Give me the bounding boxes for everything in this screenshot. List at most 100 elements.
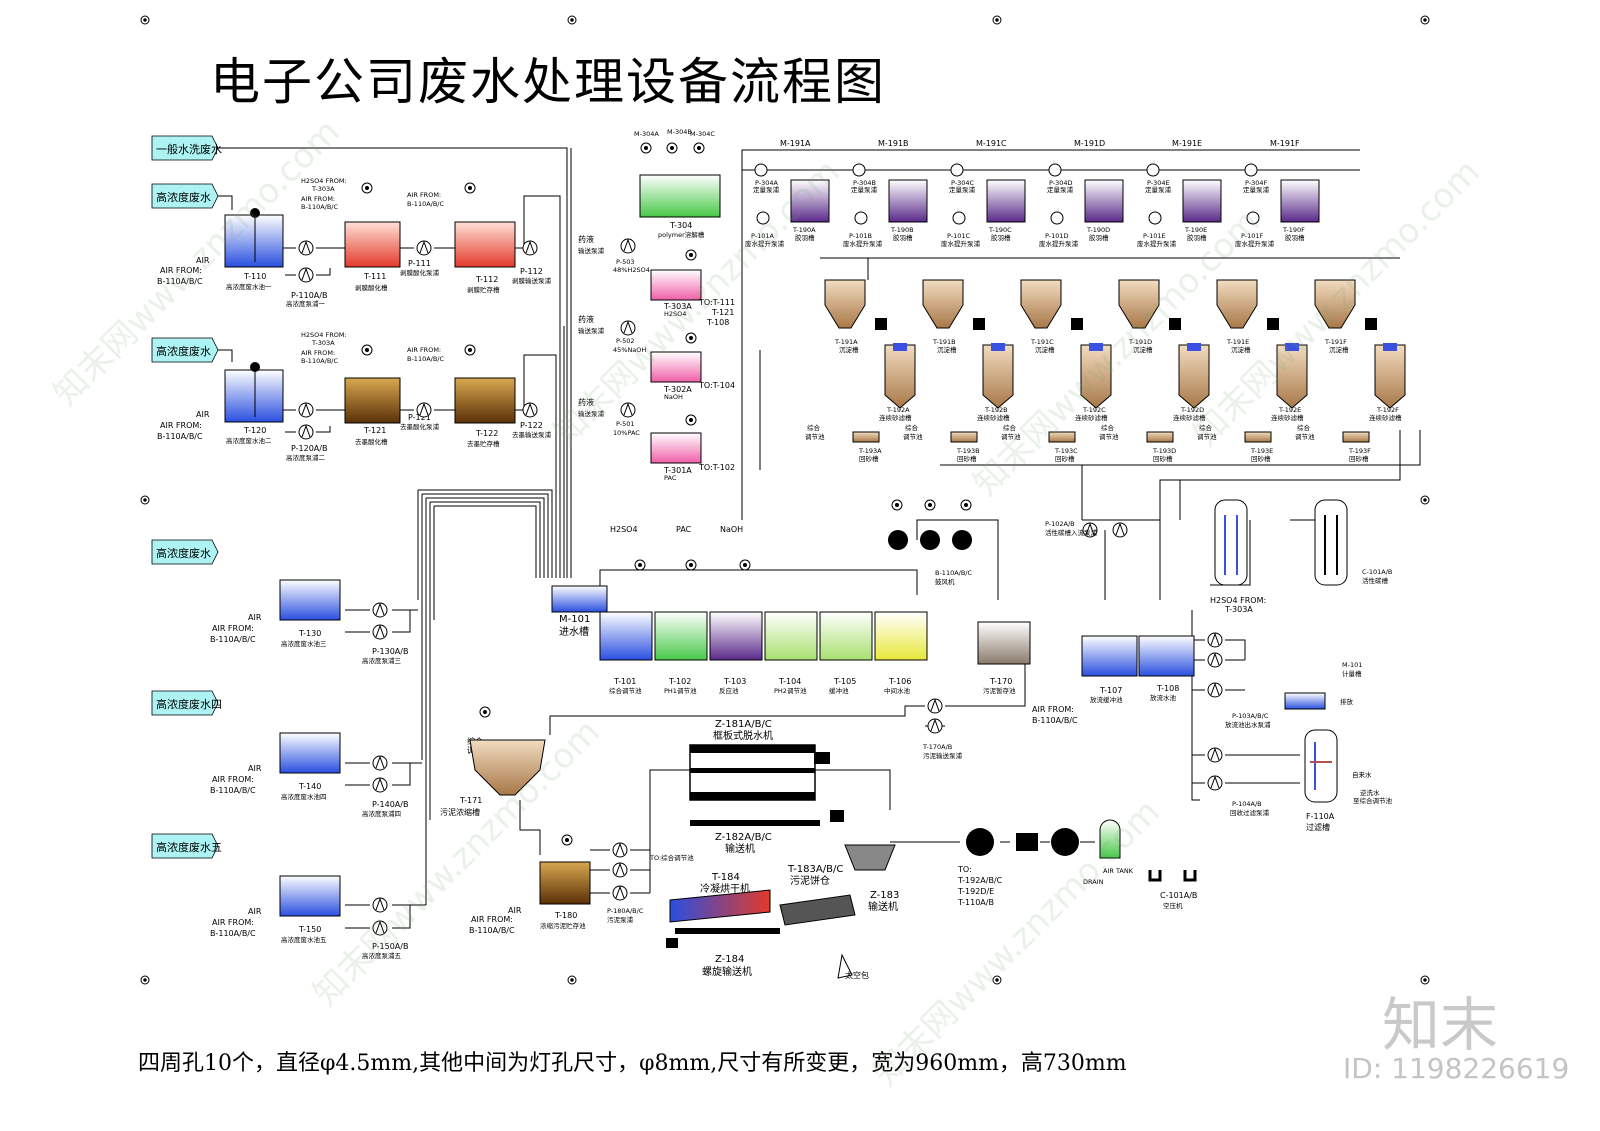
train-p304-tag: P-304E bbox=[1147, 179, 1170, 187]
flocculation-tank bbox=[888, 179, 928, 223]
air-tank-tag: AIR TANK bbox=[1103, 867, 1134, 875]
sludge-to-comp: TO:综合调节池 bbox=[649, 853, 694, 862]
train-t191-desc: 沉淀槽 bbox=[1231, 345, 1251, 354]
sludge-bag: 太空包 bbox=[845, 970, 869, 980]
t304-tag: T-304 bbox=[669, 221, 692, 230]
train-comp-label2: 调节池 bbox=[1295, 432, 1315, 441]
train-p304-desc: 定量泵浦 bbox=[753, 185, 780, 194]
train-p304-tag: P-304B bbox=[853, 179, 876, 187]
sludge-to1: T-192A/B/C bbox=[957, 876, 1003, 885]
settling-tank bbox=[824, 279, 866, 329]
b110-desc: 鼓风机 bbox=[935, 577, 955, 586]
valve-icon bbox=[1267, 318, 1279, 330]
train-p304-tag: P-304C bbox=[951, 179, 975, 187]
p180-desc: 污泥泵浦 bbox=[607, 915, 634, 924]
sludge-section: 综合 调节池 T-171 污泥浓缩槽 AIR AIR FROM: B-110A/… bbox=[440, 719, 1197, 980]
valve-icon bbox=[1365, 318, 1377, 330]
train-p101-tag: P-101A bbox=[751, 232, 775, 240]
p120-tag: P-120A/B bbox=[291, 444, 327, 453]
p150-tag: P-150A/B bbox=[372, 942, 408, 951]
b110-tag: B-110A/B/C bbox=[935, 569, 972, 577]
pump-icon bbox=[852, 163, 866, 177]
t150-air-src: B-110A/B/C bbox=[210, 929, 256, 938]
train-t192-tag: T-192E bbox=[1278, 406, 1301, 414]
train-p304-desc: 定量泵浦 bbox=[851, 185, 878, 194]
sand-filter bbox=[1276, 344, 1308, 409]
reaction-tank-tag: T-103 bbox=[723, 677, 746, 686]
train-comp-label2: 调节池 bbox=[903, 432, 923, 441]
valve-icon bbox=[1169, 318, 1181, 330]
p103-tag: P-103A/B/C bbox=[1232, 712, 1269, 720]
p102-desc: 活性碳槽入流泵浦 bbox=[1045, 528, 1098, 537]
train-p304-desc: 定量泵浦 bbox=[1243, 185, 1270, 194]
train-t190-tag: T-190E bbox=[1184, 226, 1207, 234]
c101-tag: C-101A/B bbox=[1362, 568, 1392, 576]
train-p101-tag: P-101E bbox=[1143, 232, 1166, 240]
t302a-to: TO:T-104 bbox=[698, 381, 735, 390]
p170-desc: 污泥输送泵浦 bbox=[923, 751, 963, 760]
m304a-tag: M-304A bbox=[634, 130, 659, 138]
return-sand-tank bbox=[1146, 431, 1174, 443]
t111-chem-src: T-303A bbox=[311, 185, 335, 193]
t110-tag: T-110 bbox=[243, 272, 266, 281]
train-p101-desc: 废水提升泵浦 bbox=[1137, 239, 1177, 248]
t121-tag: T-121 bbox=[363, 426, 386, 435]
m101b-desc: 计量槽 bbox=[1342, 669, 1362, 678]
chemical-dosing: M-304A M-304B M-304C T-304 polymer溶解槽 药液… bbox=[578, 128, 735, 482]
t140-air: AIR bbox=[248, 764, 262, 773]
train-t191-tag: T-191A bbox=[834, 338, 858, 346]
train-t191-desc: 沉淀槽 bbox=[937, 345, 957, 354]
train-t191-tag: T-191C bbox=[1030, 338, 1054, 346]
p502-lbl2: 输送泵浦 bbox=[578, 326, 605, 335]
hole-icon bbox=[992, 15, 1002, 25]
c101-desc: 活性碳槽 bbox=[1362, 576, 1389, 585]
t150-air: AIR bbox=[248, 907, 262, 916]
pump-icon bbox=[1050, 211, 1064, 225]
pump-icon bbox=[952, 211, 966, 225]
pump-icon bbox=[854, 211, 868, 225]
t183-tag: T-183A/B/C bbox=[787, 864, 843, 875]
t112-desc: 剥膜贮存槽 bbox=[467, 285, 500, 294]
return-sand-tank bbox=[1244, 431, 1272, 443]
train-comp-label2: 调节池 bbox=[1099, 432, 1119, 441]
t122-desc: 去墨贮存槽 bbox=[467, 439, 500, 448]
inlet-high-1: 高浓度废水 bbox=[156, 190, 211, 204]
image-id-label: ID: 1198226619 bbox=[1343, 1052, 1570, 1085]
z184-desc: 螺旋输送机 bbox=[702, 965, 752, 978]
train-t191-tag: T-191E bbox=[1226, 338, 1249, 346]
t302a-tag: T-302A bbox=[663, 385, 692, 394]
t150-tag: T-150 bbox=[298, 925, 321, 934]
t301a-desc: PAC bbox=[664, 474, 677, 482]
t110-air-from: AIR FROM: bbox=[160, 266, 202, 275]
hole-icon bbox=[140, 495, 150, 505]
reaction-tank bbox=[709, 611, 763, 661]
settling-tank bbox=[1118, 279, 1160, 329]
p112-desc: 剥膜输送泵浦 bbox=[512, 276, 552, 285]
train-t192-desc: 连续砂滤槽 bbox=[1075, 413, 1108, 422]
blower-icon bbox=[888, 530, 908, 550]
sand-filter bbox=[884, 344, 916, 409]
p122-tag: P-122 bbox=[520, 421, 543, 430]
t302a-desc: NaOH bbox=[664, 393, 683, 401]
p501-lbl2: 输送泵浦 bbox=[578, 409, 605, 418]
reaction-tank-tag: T-104 bbox=[778, 677, 801, 686]
t180-air-src: B-110A/B/C bbox=[469, 926, 515, 935]
train-p101-desc: 废水提升泵浦 bbox=[1235, 239, 1275, 248]
p501-tag: P-501 bbox=[616, 420, 635, 428]
train-p101-desc: 废水提升泵浦 bbox=[1039, 239, 1079, 248]
train-comp-label: 综合 bbox=[1101, 423, 1115, 432]
t121-desc: 去墨酸化槽 bbox=[355, 437, 388, 446]
train-mixer-tag: M-191F bbox=[1270, 139, 1300, 148]
train-t190-desc: 胶羽槽 bbox=[795, 233, 815, 242]
left-tanks: AIR AIR FROM: B-110A/B/C T-110 高浓度废水池一 P… bbox=[157, 177, 552, 960]
right-section: P-102A/B 活性碳槽入流泵浦 C-101A/B 活性碳槽 H2SO4 FR… bbox=[1045, 499, 1393, 832]
m101-tag: M-101 bbox=[559, 614, 590, 625]
reaction-tank-tag: T-106 bbox=[888, 677, 911, 686]
reaction-tank bbox=[599, 611, 653, 661]
train-p304-desc: 定量泵浦 bbox=[949, 185, 976, 194]
f110-tag: F-110A bbox=[1306, 812, 1335, 821]
p150-desc: 高浓度泵浦五 bbox=[362, 951, 402, 960]
t303a-to: TO:T-111 bbox=[698, 298, 735, 307]
z183-desc: 输送机 bbox=[868, 900, 898, 913]
reaction-tank-desc: PH1调节池 bbox=[664, 686, 697, 695]
